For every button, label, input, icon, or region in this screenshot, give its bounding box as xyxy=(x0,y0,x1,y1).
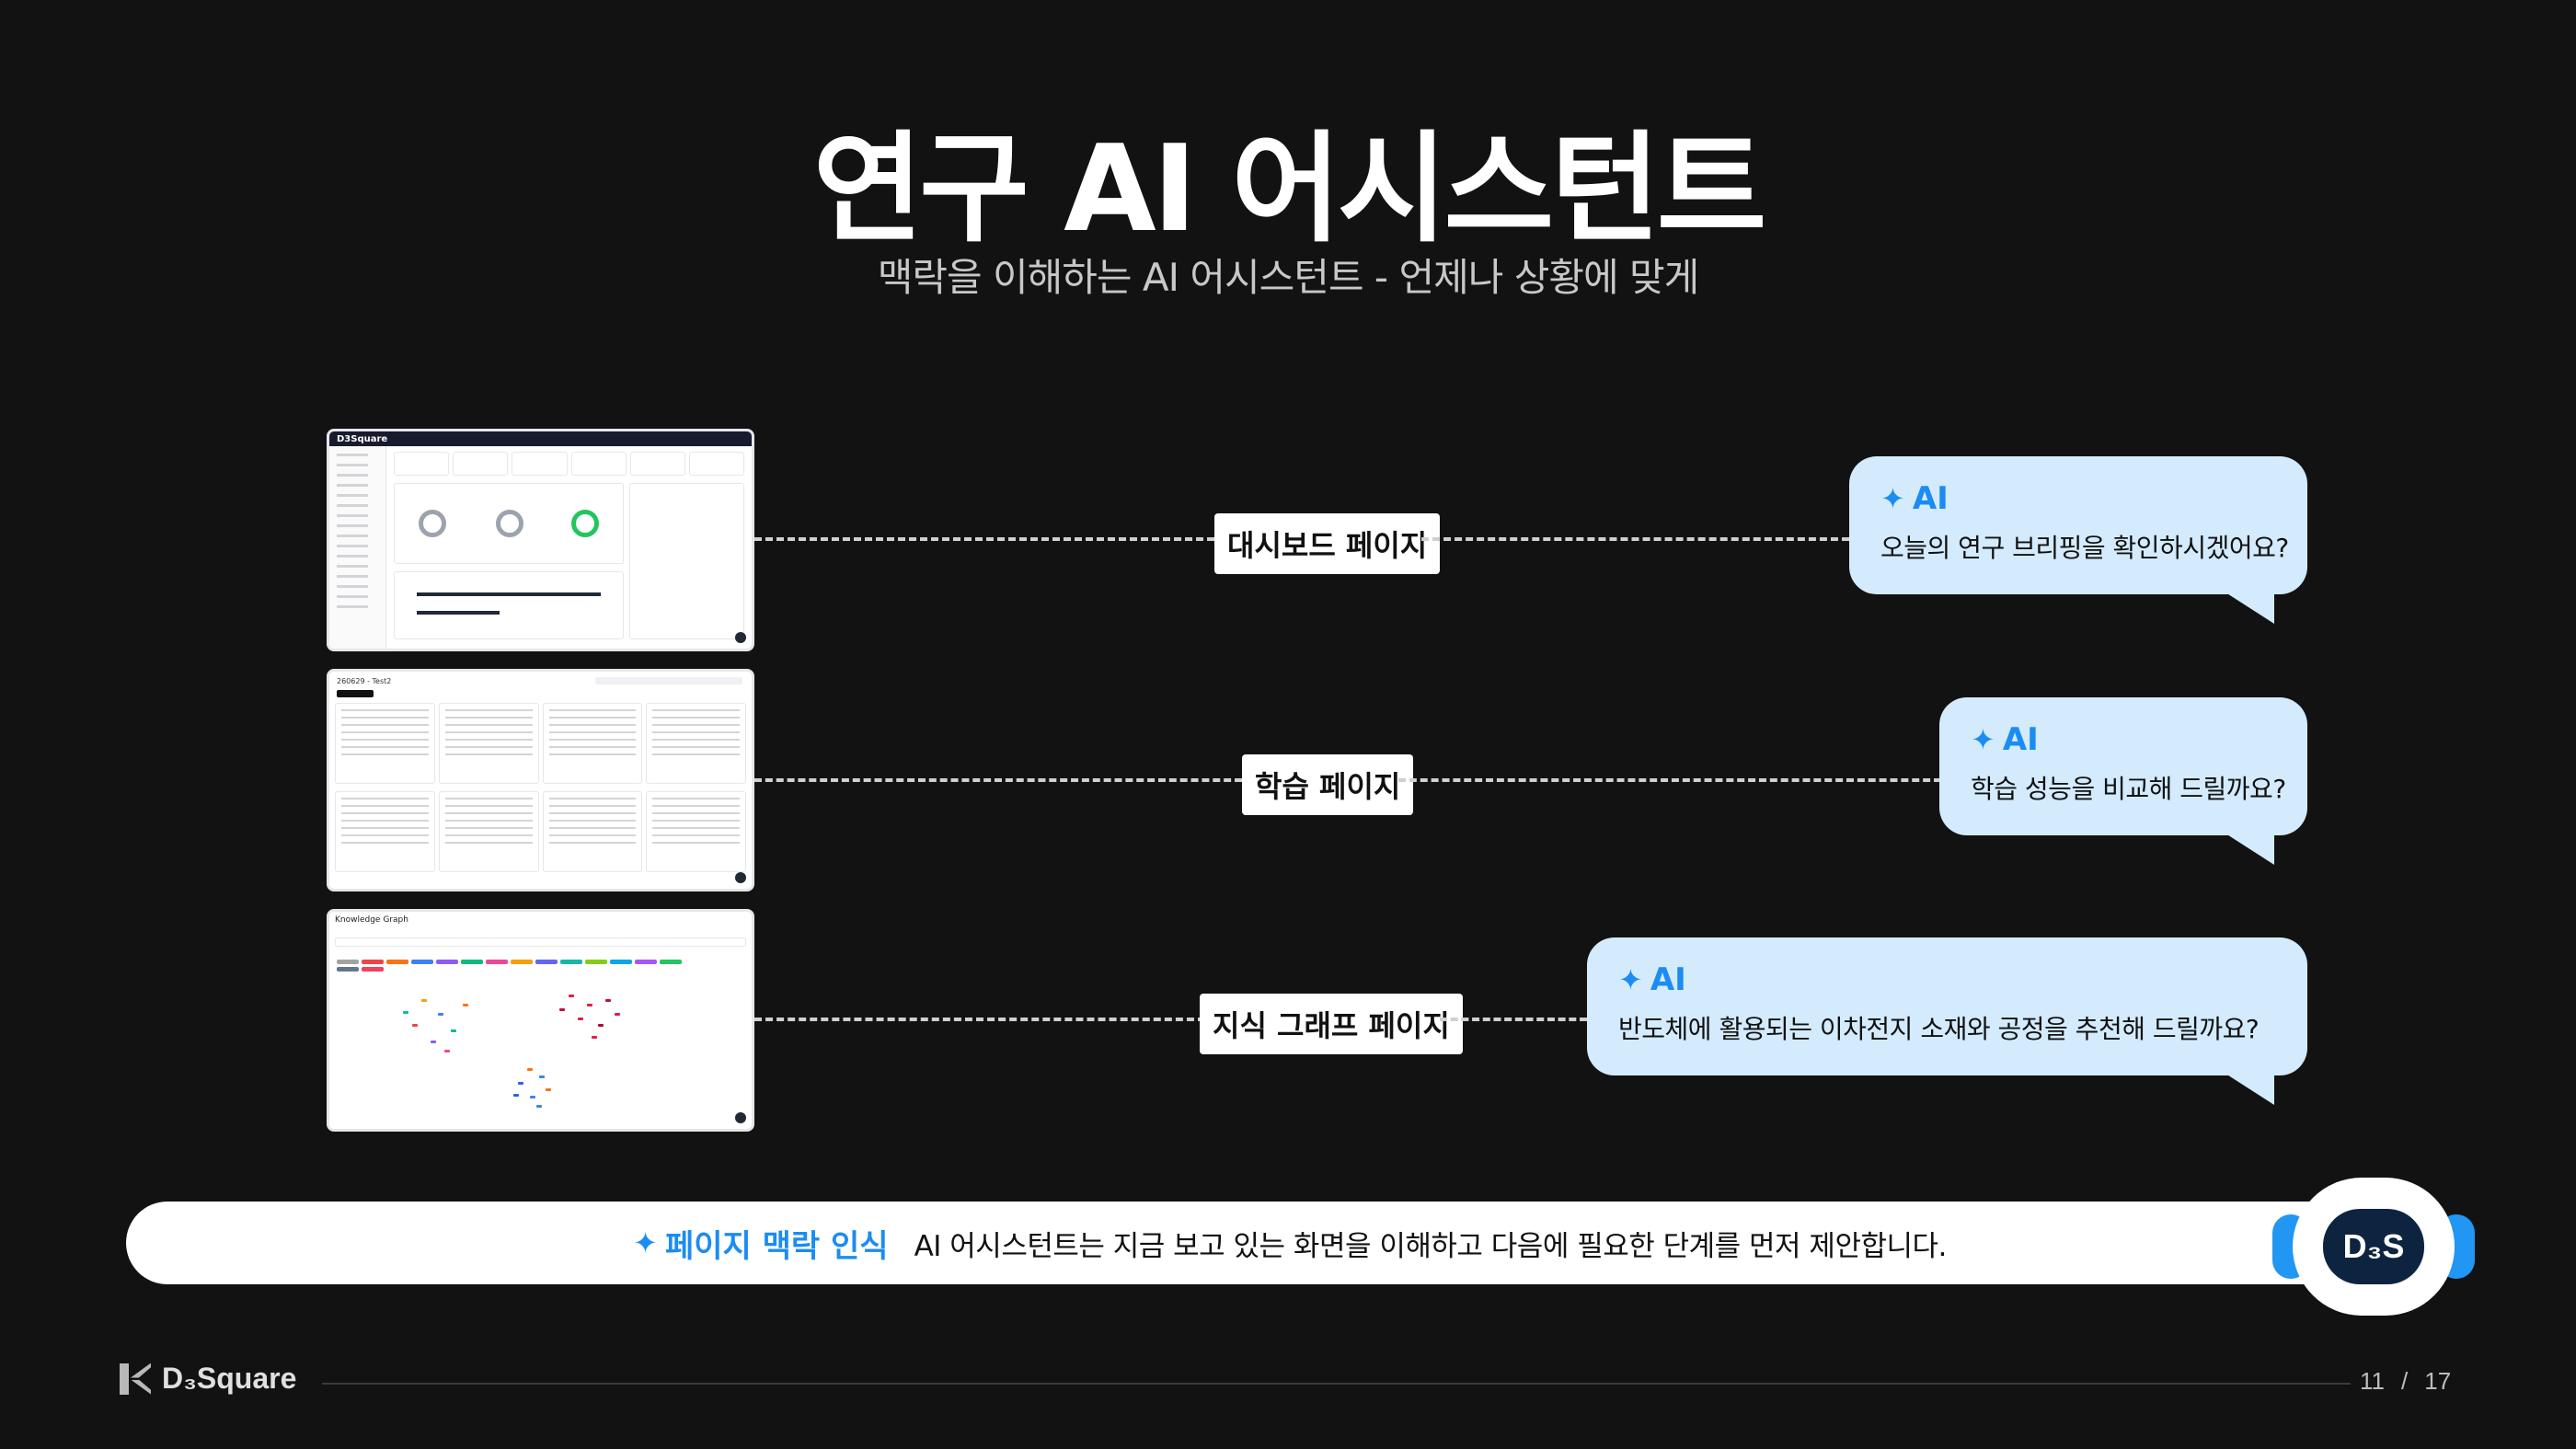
graph-title: Knowledge Graph xyxy=(335,915,408,925)
graph-filter-tags xyxy=(337,960,696,972)
total-pages: 17 xyxy=(2424,1367,2452,1395)
graph-assistant-button xyxy=(735,1112,746,1123)
footer-brand: D₃Square xyxy=(162,1362,297,1395)
graph-ai-bubble: ✦AI 반도체에 활용되는 이차전지 소재와 공정을 추천해 드릴까요? xyxy=(1587,937,2307,1105)
training-ai-bubble: ✦AI 학습 성능을 비교해 드릴까요? xyxy=(1939,697,2307,865)
connector-line-graph-left xyxy=(754,1018,1205,1021)
connector-line-graph-right xyxy=(1440,1018,1587,1021)
ai-label: AI xyxy=(2002,721,2039,758)
current-page: 11 xyxy=(2360,1367,2385,1395)
slide-subtitle: 맥락을 이해하는 AI 어시스턴트 - 언제나 상황에 맞게 xyxy=(877,255,1700,300)
d3square-logo-icon xyxy=(120,1363,151,1395)
connector-line-training-right xyxy=(1398,778,1941,782)
training-assistant-button xyxy=(735,872,746,883)
dashboard-topbar: D3Square xyxy=(329,431,752,446)
mascot-face: D₃S xyxy=(2323,1209,2424,1284)
knowledge-graph-page-thumbnail: Knowledge Graph xyxy=(327,909,754,1132)
training-ai-message: 학습 성능을 비교해 드릴까요? xyxy=(1971,774,2286,804)
page-separator: / xyxy=(2401,1367,2409,1395)
sparkle-icon: ✦ xyxy=(1880,481,1905,516)
sparkle-icon: ✦ xyxy=(633,1225,658,1260)
dashboard-ai-bubble: ✦AI 오늘의 연구 브리핑을 확인하시겠어요? xyxy=(1849,456,2307,624)
footer-logo: D₃Square xyxy=(120,1362,296,1396)
connector-line-dashboard-left xyxy=(754,537,1214,541)
dashboard-brand: D3Square xyxy=(337,433,388,444)
dashboard-page-label: 대시보드 페이지 xyxy=(1214,513,1441,574)
dashboard-main xyxy=(394,452,745,643)
footer-divider xyxy=(322,1383,2351,1385)
banner-key-label: 페이지 맥락 인식 xyxy=(664,1227,889,1265)
dashboard-ai-message: 오늘의 연구 브리핑을 확인하시겠어요? xyxy=(1880,533,2289,563)
knowledge-graph-page-label: 지식 그래프 페이지 xyxy=(1200,994,1463,1054)
page-indicator: 11 / 17 xyxy=(2360,1367,2451,1396)
slide-title: 연구 AI 어시스턴트 xyxy=(812,119,1767,259)
training-page-label: 학습 페이지 xyxy=(1242,754,1414,815)
graph-ai-message: 반도체에 활용되는 이차전지 소재와 공정을 추천해 드릴까요? xyxy=(1618,1014,2260,1044)
ai-label: AI xyxy=(1912,480,1949,517)
training-page-thumbnail: 260629 - Test2 xyxy=(327,669,754,891)
dashboard-page-thumbnail: D3Square xyxy=(327,429,754,651)
d3s-mascot: D₃S xyxy=(2272,1178,2475,1316)
sparkle-icon: ✦ xyxy=(1971,722,1995,757)
sparkle-icon: ✦ xyxy=(1618,962,1643,997)
ai-label: AI xyxy=(1650,961,1686,998)
banner-key: ✦ 페이지 맥락 인식 xyxy=(633,1221,888,1266)
dashboard-assistant-button xyxy=(735,632,746,643)
context-awareness-banner: ✦ 페이지 맥락 인식 AI 어시스턴트는 지금 보고 있는 화면을 이해하고 … xyxy=(126,1202,2454,1284)
connector-line-training-left xyxy=(754,778,1242,782)
banner-description: AI 어시스턴트는 지금 보고 있는 화면을 이해하고 다음에 필요한 단계를 … xyxy=(914,1229,1948,1263)
dashboard-sidebar xyxy=(329,446,386,649)
training-breadcrumb: 260629 - Test2 xyxy=(337,677,392,685)
connector-line-dashboard-right xyxy=(1421,537,1849,541)
